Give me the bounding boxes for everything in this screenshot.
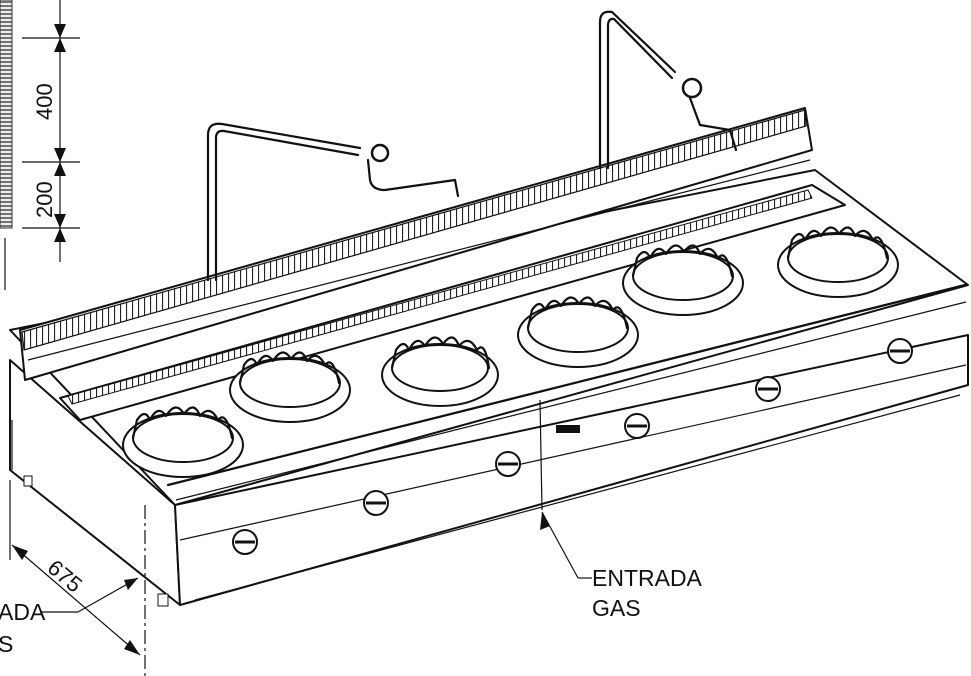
gas-inlet-left-label-line2: S — [0, 631, 13, 657]
knob-6-icon — [887, 338, 913, 364]
burner-front-3 — [381, 336, 499, 407]
control-knobs — [232, 338, 913, 555]
back-vent-grille — [21, 109, 813, 405]
gas-inlet-right-label-line1: ENTRADA — [592, 565, 703, 591]
dimension-675-label: 675 — [43, 555, 87, 598]
depth-dimension — [9, 480, 146, 676]
gas-inlet-right-label-line2: GAS — [592, 595, 641, 621]
knob-5-icon — [755, 376, 781, 402]
gas-inlet-left-label-line1: ADA — [0, 599, 46, 625]
burner-back-6 — [777, 226, 899, 298]
gas-inlet-leader-right — [540, 511, 592, 579]
dimension-200-label: 200 — [32, 181, 57, 218]
knob-3-icon — [495, 451, 521, 477]
knob-1-icon — [232, 529, 258, 555]
faucet-right — [598, 10, 738, 170]
knob-4-icon — [624, 413, 650, 439]
gas-inlet-leader-left — [40, 577, 139, 613]
knob-2-icon — [363, 490, 389, 516]
burner-back-5 — [622, 244, 744, 316]
burner-back-4 — [517, 296, 639, 368]
dimension-400-label: 400 — [32, 83, 57, 120]
faucet-left — [206, 122, 460, 282]
range-body — [9, 107, 969, 607]
burner-front-left — [122, 406, 244, 478]
burner-front-2 — [229, 351, 351, 423]
vertical-dimension-scale — [0, 0, 80, 290]
